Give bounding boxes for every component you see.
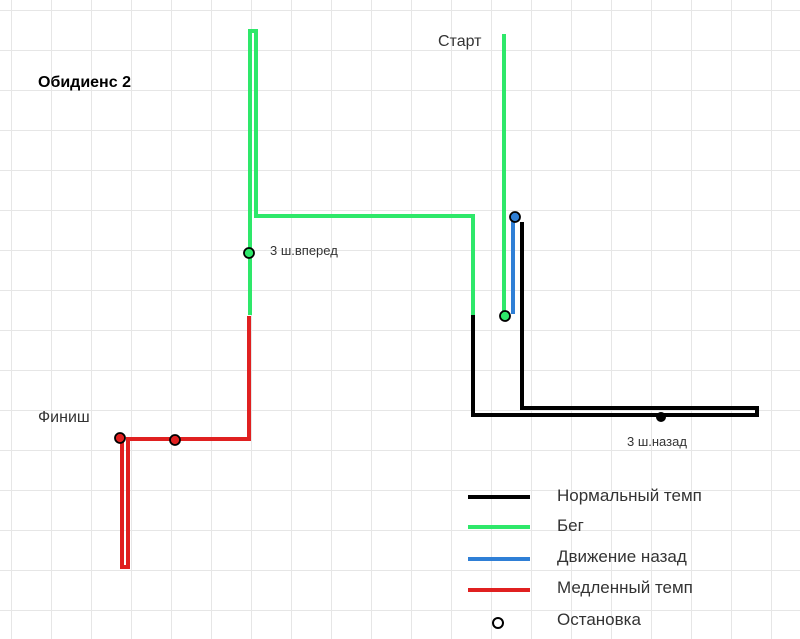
legend-swatch-stop <box>492 617 504 629</box>
stop-point-backward-end <box>656 412 666 422</box>
backward-steps-label: 3 ш.назад <box>627 434 687 449</box>
run-segment-main <box>248 29 475 315</box>
forward-steps-label: 3 ш.вперед <box>270 243 338 258</box>
run-path <box>248 29 506 315</box>
diagram-title: Обидиенс 2 <box>38 74 131 91</box>
normal-path <box>471 222 759 417</box>
legend-label-normal: Нормальный темп <box>557 486 702 505</box>
legend-label-backward: Движение назад <box>557 547 687 566</box>
legend-label-run: Бег <box>557 516 584 535</box>
stop-point-backward <box>509 211 521 223</box>
legend-label-stop: Остановка <box>557 610 641 629</box>
stop-point-turn <box>499 310 511 322</box>
stop-point-slow <box>169 434 181 446</box>
stop-point-finish <box>114 432 126 444</box>
legend-label-slow: Медленный темп <box>557 578 693 597</box>
start-label: Старт <box>438 33 482 50</box>
finish-label: Финиш <box>38 409 90 426</box>
slow-path <box>120 316 251 569</box>
stop-point-forward <box>243 247 255 259</box>
